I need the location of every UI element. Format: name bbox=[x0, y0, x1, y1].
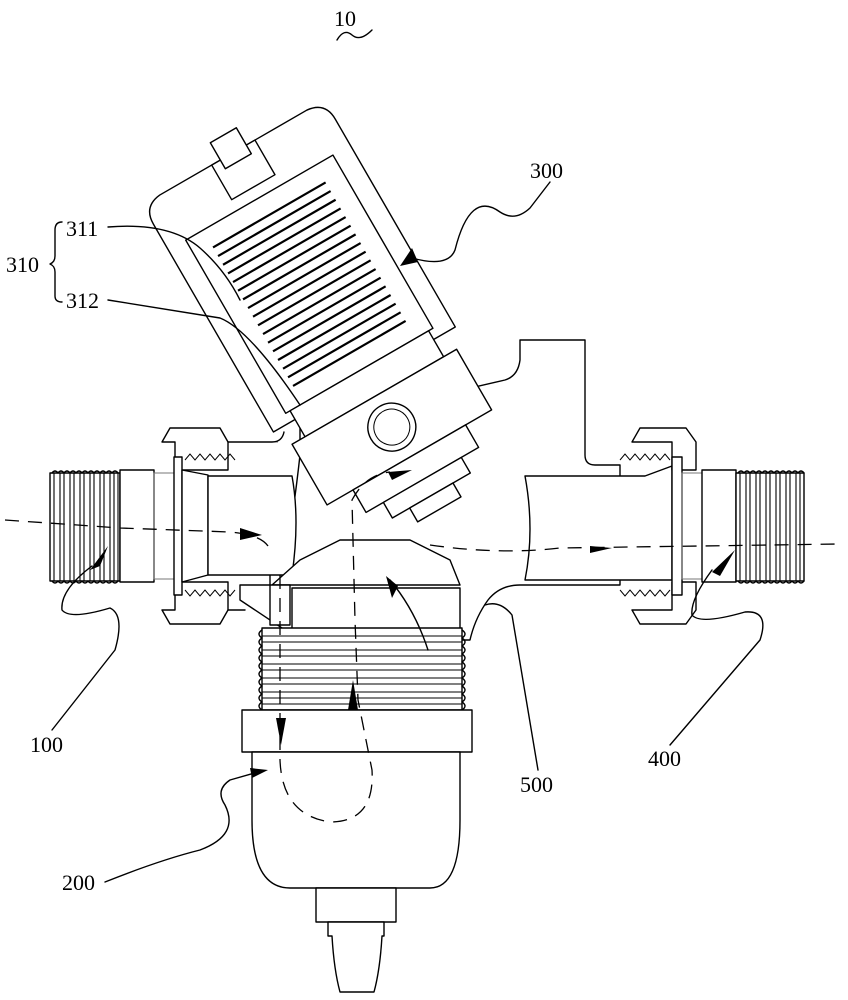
label-312: 312 bbox=[66, 288, 99, 313]
filter-threads bbox=[259, 630, 465, 710]
label-500: 500 bbox=[520, 772, 553, 797]
brace-310 bbox=[50, 222, 62, 302]
label-311: 311 bbox=[66, 216, 98, 241]
figure-numeral-tilde bbox=[337, 30, 372, 40]
label-200: 200 bbox=[62, 870, 95, 895]
label-310: 310 bbox=[6, 252, 39, 277]
label-100: 100 bbox=[30, 732, 63, 757]
figure-numeral-label: 10 bbox=[334, 6, 356, 31]
label-300: 300 bbox=[530, 158, 563, 183]
label-400: 400 bbox=[648, 746, 681, 771]
filter-cup bbox=[242, 540, 472, 992]
